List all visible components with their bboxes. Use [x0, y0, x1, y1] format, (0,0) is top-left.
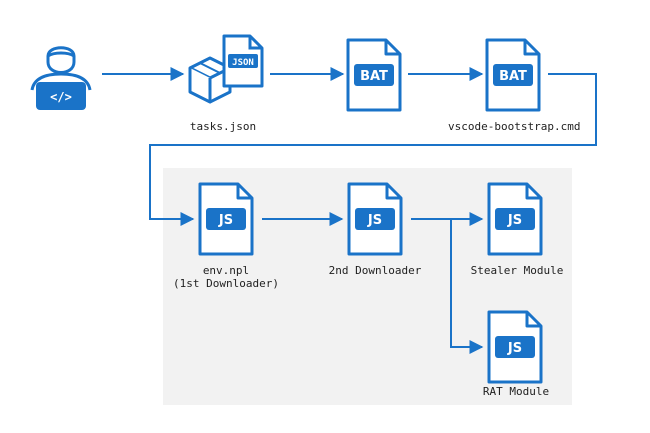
bat-file-icon: [485, 38, 541, 112]
dl2-badge: JS: [367, 213, 382, 228]
svg-text:</>: </>: [50, 90, 72, 104]
js-file-icon: [198, 182, 254, 256]
arrow-bootstrap-to-env: [149, 73, 597, 226]
js-file-icon: [487, 310, 543, 384]
tasks-json-label: tasks.json: [189, 120, 257, 133]
js-file-icon: [347, 182, 403, 256]
json-badge: JSON: [232, 58, 254, 68]
stealer-badge: JS: [507, 213, 522, 228]
env-npl-label: env.npl: [202, 264, 250, 277]
rat-badge: JS: [507, 341, 522, 356]
arrow-dl2-to-rat: [450, 219, 484, 354]
bat-file-icon: [346, 38, 402, 112]
json-file-icon: [222, 34, 264, 88]
stealer-label: Stealer Module: [470, 264, 564, 277]
bootstrap-cmd-label: vscode-bootstrap.cmd: [448, 120, 581, 133]
env-badge: JS: [218, 213, 233, 228]
developer-icon: </>: [30, 46, 92, 110]
bat1-badge: BAT: [360, 69, 388, 84]
flow-arrows: [102, 67, 597, 354]
js-file-icon: [487, 182, 543, 256]
env-npl-sublabel: (1st Downloader): [173, 277, 279, 290]
dl2-label: 2nd Downloader: [328, 264, 422, 277]
bat2-badge: BAT: [499, 69, 527, 84]
rat-label: RAT Module: [482, 385, 550, 398]
